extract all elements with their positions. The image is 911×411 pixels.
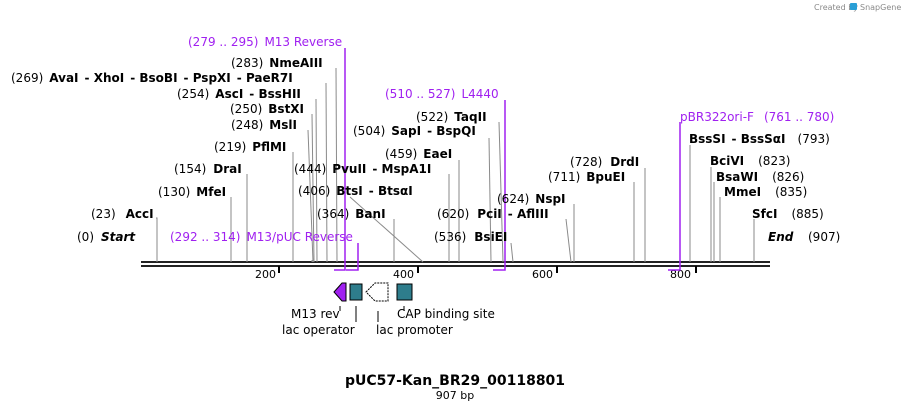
feature-label-lac-operator: lac operator (282, 323, 355, 337)
ruler-ticks: 200 400 600 800 (255, 266, 697, 281)
primer-label[interactable]: pBR322ori-F(761 .. 780) (680, 110, 834, 124)
primer-label[interactable]: (292 .. 314)M13/pUC Reverse (170, 230, 353, 244)
enzyme-label[interactable]: (130)MfeI (158, 185, 226, 199)
snapgene-logo-icon (850, 3, 857, 10)
feature-label-lac-promoter: lac promoter (376, 323, 453, 337)
plasmid-length: 907 bp (436, 389, 474, 402)
primer-label[interactable]: (279 .. 295)M13 Reverse (188, 35, 342, 49)
tick-label: 400 (393, 268, 414, 281)
enzyme-label[interactable]: (728)DrdI (570, 155, 639, 169)
enzyme-label[interactable]: (536)BsiEI (434, 230, 507, 244)
lac-operator-box-icon[interactable] (349, 283, 363, 301)
plasmid-title: pUC57-Kan_BR29_00118801 (345, 373, 565, 389)
primer-label[interactable]: (510 .. 527)L4440 (385, 87, 499, 101)
start-position: (0) (77, 230, 94, 244)
enzyme-label[interactable]: MmeI(835) (724, 185, 807, 199)
enzyme-label[interactable]: (364)BanI (317, 207, 386, 221)
enzyme-label[interactable]: BciVI(823) (710, 154, 790, 168)
enzyme-label[interactable]: (254)AscI- BssHII (177, 87, 301, 101)
enzyme-label[interactable]: (459)EaeI (385, 147, 452, 161)
enzyme-label[interactable]: (624)NspI (497, 192, 566, 206)
snapgene-brand: SnapGene (860, 3, 901, 12)
feature-label-cap-binding-site: CAP binding site (397, 307, 495, 321)
primer-labels: (279 .. 295)M13 Reverse (292 .. 314)M13/… (170, 35, 834, 244)
enzyme-label[interactable]: (269)AvaI- XhoI- BsoBI- PspXI- PaeR7I (11, 71, 293, 85)
enzyme-label[interactable]: (219)PflMI (214, 140, 286, 154)
start-label: Start (101, 230, 136, 244)
end-label: End (768, 230, 794, 244)
m13-rev-arrow-icon[interactable] (333, 282, 347, 302)
enzyme-label[interactable]: (711)BpuEI (548, 170, 625, 184)
cap-binding-site-box-icon[interactable] (396, 283, 413, 301)
enzyme-label[interactable]: (406)BtsI- BtsαI (298, 184, 413, 198)
dna-backbone (141, 261, 770, 267)
feature-leader-lines (339, 306, 405, 322)
feature-label-m13-rev: M13 rev (291, 307, 340, 321)
enzyme-label[interactable]: (620)PciI- AflIII (437, 207, 549, 221)
end-position: (907) (808, 230, 840, 244)
enzyme-label[interactable]: (250)BstXI (230, 102, 304, 116)
tick-label: 600 (532, 268, 553, 281)
enzyme-label[interactable]: SfcI(885) (752, 207, 824, 221)
lac-promoter-arrow-icon[interactable] (365, 282, 389, 302)
tick-label: 200 (255, 268, 276, 281)
features: M13 rev lac operator lac promoter CAP bi… (282, 282, 495, 337)
enzyme-label[interactable]: (444)PvuII- MspA1I (294, 162, 431, 176)
enzyme-label[interactable]: (154)DraI (174, 162, 242, 176)
enzyme-label[interactable]: (248)MslI (231, 118, 297, 132)
enzyme-labels: (23)AccI (130)MfeI (154)DraI (219)PflMI … (11, 56, 830, 244)
enzyme-label[interactable]: (522)TaqII (416, 110, 487, 124)
enzyme-label[interactable]: (283)NmeAIII (231, 56, 323, 70)
enzyme-label[interactable]: BsaWI(826) (716, 170, 804, 184)
enzyme-site-lines (156, 67, 755, 263)
primer-markers (334, 48, 681, 271)
enzyme-label[interactable]: BssSI- BssSαI(793) (689, 132, 830, 146)
created-by-text: Created by (814, 3, 858, 12)
tick-label: 800 (670, 268, 691, 281)
enzyme-label[interactable]: (504)SapI- BspQI (353, 124, 476, 138)
enzyme-label[interactable]: (23)AccI (91, 207, 154, 221)
